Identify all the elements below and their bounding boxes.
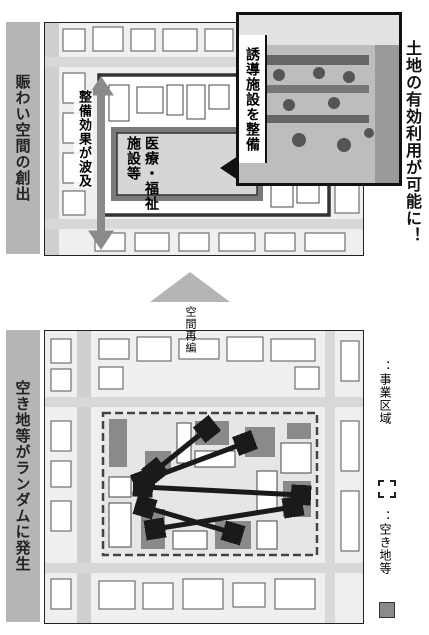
main-road: [77, 331, 91, 623]
transition-arrow: [150, 272, 230, 302]
side-caption: 土地の有効利用が可能に！: [403, 40, 422, 244]
facility-label: 医療・福祉 施設等: [124, 136, 160, 211]
right-banner: 賑わい空間の創出: [6, 22, 40, 254]
facility-label-line1: 医療・福祉: [143, 136, 159, 211]
legend: ：空き地等 ：事業区域: [366, 340, 406, 622]
legend-vacant-swatch: [379, 602, 395, 618]
legend-area-swatch: [378, 480, 396, 498]
left-map: [44, 330, 364, 624]
legend-vacant-label: ：空き地等: [378, 510, 392, 575]
relocation-arrows: [143, 429, 301, 533]
right-banner-text: 賑わい空間の創出: [13, 74, 32, 202]
callout-label: 誘導施設を整備: [239, 35, 267, 163]
facility-label-line2: 施設等: [125, 136, 141, 181]
legend-area-label: ：事業区域: [378, 360, 392, 425]
left-map-drawing: [45, 331, 363, 623]
left-banner: 空き地等がランダムに発生: [6, 330, 40, 622]
left-banner-text: 空き地等がランダムに発生: [13, 380, 32, 572]
callout-pointer: [220, 156, 238, 180]
transition-label: 空間再編: [184, 306, 197, 354]
ripple-label: 整備効果が波及: [74, 90, 93, 188]
callout-photo: 誘導施設を整備: [236, 12, 402, 186]
